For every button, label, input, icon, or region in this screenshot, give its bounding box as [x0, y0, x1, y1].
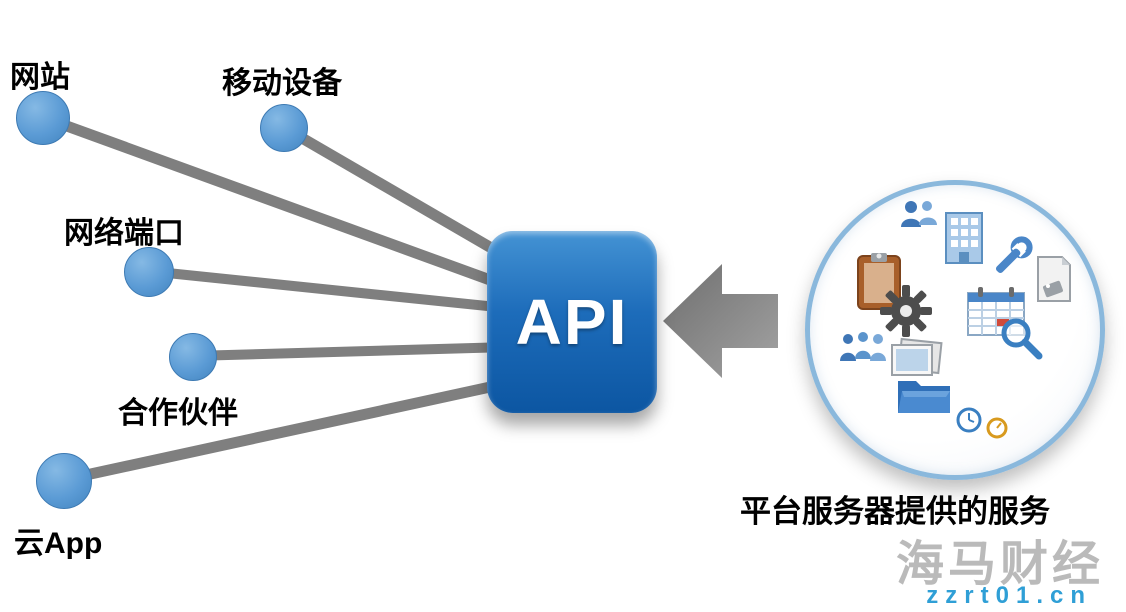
arrow-services-to-api: [663, 264, 778, 378]
gear-icon: [880, 285, 932, 337]
node-network-port-label: 网络端口: [64, 217, 184, 250]
node-partners: [169, 333, 217, 381]
node-mobile-device-label: 移动设备: [222, 67, 342, 100]
api-box: API: [487, 231, 657, 413]
node-mobile-device: [260, 104, 308, 152]
building-icon: [945, 212, 983, 264]
photos-icon: [891, 337, 943, 376]
connector-cloudapp-api: [61, 368, 552, 486]
wrench-icon: [995, 236, 1033, 274]
users-icon: [901, 201, 937, 227]
services-caption: 平台服务器提供的服务: [740, 494, 1050, 529]
node-website: [16, 91, 70, 145]
connector-port-api: [147, 266, 546, 317]
node-cloud-app-label: 云App: [14, 527, 103, 560]
folder-icon: [898, 381, 950, 413]
connector-website-api: [40, 111, 547, 306]
node-cloud-app: [36, 453, 92, 509]
api-label: API: [515, 286, 629, 358]
calendar-icon: [967, 287, 1025, 336]
watermark-site: zzrt01.cn: [926, 582, 1092, 609]
node-network-port: [124, 247, 174, 297]
gauge-icon: [986, 417, 1008, 439]
node-partners-label: 合作伙伴: [118, 397, 238, 430]
tag-icon: [1037, 256, 1071, 302]
connector-partner-api: [191, 341, 546, 361]
group-icon: [840, 332, 886, 361]
watermark-brand: 海马财经: [895, 538, 1104, 591]
magnifier-icon: [1001, 318, 1043, 360]
node-website-label: 网站: [10, 61, 70, 94]
clock-icon: [956, 407, 982, 433]
services-circle: [805, 180, 1105, 480]
